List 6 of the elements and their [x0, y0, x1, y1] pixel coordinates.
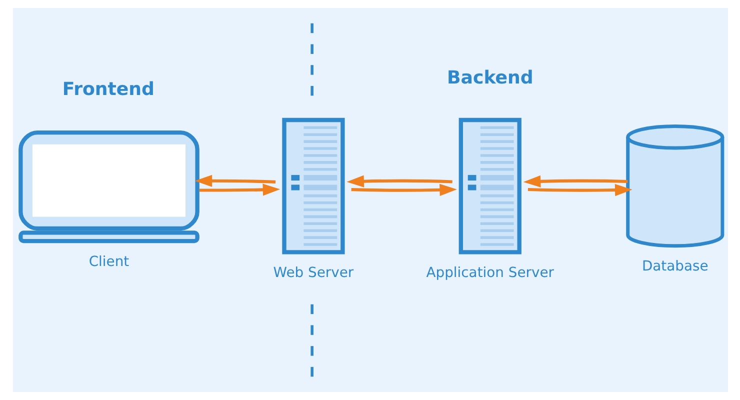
label: Backend [446, 68, 533, 89]
node-label: Web Server [272, 265, 354, 282]
node-label: Application Server [426, 265, 554, 282]
node-label: Database [641, 258, 708, 274]
node-label: Client [88, 254, 129, 270]
label: Frontend [62, 78, 154, 100]
